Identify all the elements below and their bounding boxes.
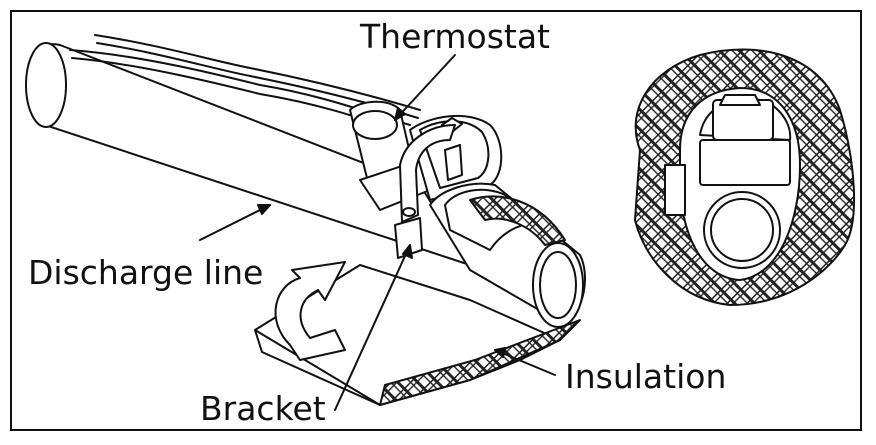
leader-lines <box>199 54 556 411</box>
cross-section-view <box>634 48 856 306</box>
thermostat-label: Thermostat <box>360 17 550 56</box>
insulation-label: Insulation <box>565 357 727 396</box>
discharge-line-pipe <box>25 42 471 266</box>
bracket-clamp <box>394 124 456 259</box>
small-pipe <box>429 182 586 328</box>
bracket-label: Bracket <box>200 389 326 428</box>
insulation-slab <box>254 264 581 406</box>
discharge-line-label: Discharge line <box>28 253 264 292</box>
rotation-arrow <box>274 261 346 361</box>
